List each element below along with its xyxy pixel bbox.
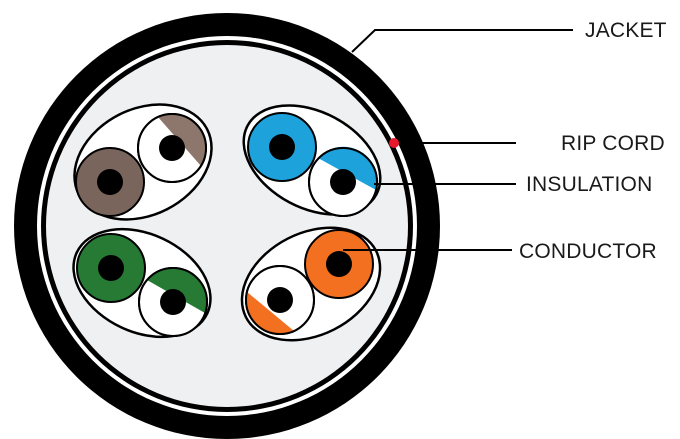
conductor — [330, 169, 356, 195]
blue-stripe — [318, 146, 378, 190]
conductor — [97, 169, 123, 195]
white-green-wire-outline — [138, 267, 208, 337]
jacket-leader-line — [351, 29, 573, 53]
rip-cord-label: RIP CORD — [561, 132, 665, 155]
conductor — [267, 287, 293, 313]
conductor-label: CONDUCTOR — [519, 240, 657, 263]
white-blue-wire-outline — [308, 147, 378, 217]
orange-pair — [240, 226, 382, 342]
jacket-label: JACKET — [585, 19, 667, 42]
conductor — [98, 255, 124, 281]
white-orange-wire-outline — [245, 265, 315, 335]
blue-pair — [242, 104, 382, 217]
conductor — [159, 135, 185, 161]
insulation-label: INSULATION — [526, 173, 652, 196]
brown-pair — [73, 103, 213, 221]
cable-interior — [46, 45, 408, 407]
rip-cord-dot — [389, 138, 399, 148]
green-pair — [72, 227, 212, 339]
conductor — [269, 134, 295, 160]
white-brown-wire-outline — [137, 113, 207, 183]
orange-stripe — [246, 292, 294, 334]
conductor — [326, 251, 352, 277]
conductor — [160, 289, 186, 315]
